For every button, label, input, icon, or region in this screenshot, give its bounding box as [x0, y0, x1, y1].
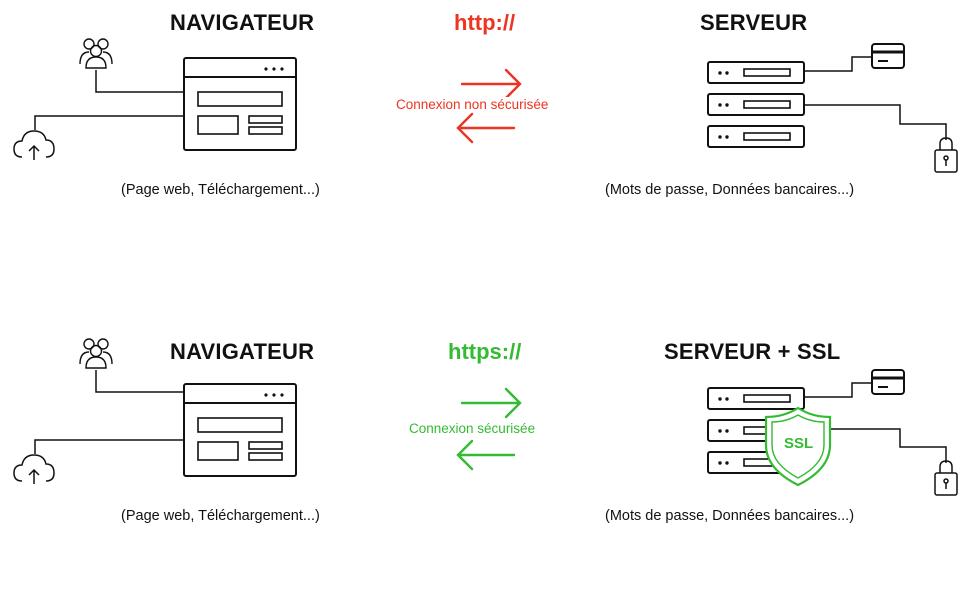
users-connector-line — [95, 370, 183, 393]
server-rack-icon — [707, 61, 805, 148]
arrow-right-icon — [460, 387, 522, 419]
card-connector-line — [804, 56, 872, 72]
users-icon — [79, 38, 113, 69]
padlock-icon — [934, 460, 958, 496]
secure-diagram-art — [13, 338, 958, 496]
padlock-icon — [934, 137, 958, 173]
browser-window-icon — [183, 57, 297, 151]
arrow-left-icon — [456, 112, 516, 144]
arrow-left-icon — [456, 439, 516, 471]
server-title: SERVEUR + SSL — [664, 339, 841, 364]
secure-connection-panel: NAVIGATEUR (Page web, Téléchargement...)… — [0, 333, 963, 596]
browser-title: NAVIGATEUR — [170, 10, 315, 35]
connection-label: Connexion non sécurisée — [395, 97, 550, 112]
server-caption: (Mots de passe, Données bancaires...) — [605, 508, 855, 524]
protocol-label: https:// — [448, 339, 522, 364]
server-title: SERVEUR — [700, 10, 808, 35]
credit-card-icon — [871, 369, 905, 395]
users-connector-line — [95, 70, 183, 93]
card-connector-line — [804, 382, 872, 398]
arrow-right-icon — [460, 68, 522, 100]
browser-title: NAVIGATEUR — [170, 339, 315, 364]
ssl-shield-label: SSL — [784, 435, 814, 452]
cloud-connector-line — [34, 439, 183, 454]
browser-caption: (Page web, Téléchargement...) — [121, 508, 320, 524]
cloud-connector-line — [34, 115, 183, 130]
insecure-connection-panel: NAVIGATEUR (Page web, Téléchargement...)… — [0, 0, 963, 263]
lock-connector-line — [804, 104, 947, 140]
users-icon — [79, 338, 113, 369]
browser-window-icon — [183, 383, 297, 477]
credit-card-icon — [871, 43, 905, 69]
server-caption: (Mots de passe, Données bancaires...) — [605, 182, 855, 198]
protocol-label: http:// — [454, 10, 516, 35]
browser-caption: (Page web, Téléchargement...) — [121, 182, 320, 198]
insecure-diagram-art — [13, 38, 958, 173]
ssl-shield-icon — [764, 406, 832, 487]
secure-arrows — [456, 387, 522, 471]
connection-label: Connexion sécurisée — [408, 421, 537, 436]
lock-connector-line — [830, 428, 947, 463]
cloud-upload-icon — [13, 130, 55, 160]
cloud-upload-icon — [13, 454, 55, 484]
insecure-arrows — [456, 68, 522, 144]
